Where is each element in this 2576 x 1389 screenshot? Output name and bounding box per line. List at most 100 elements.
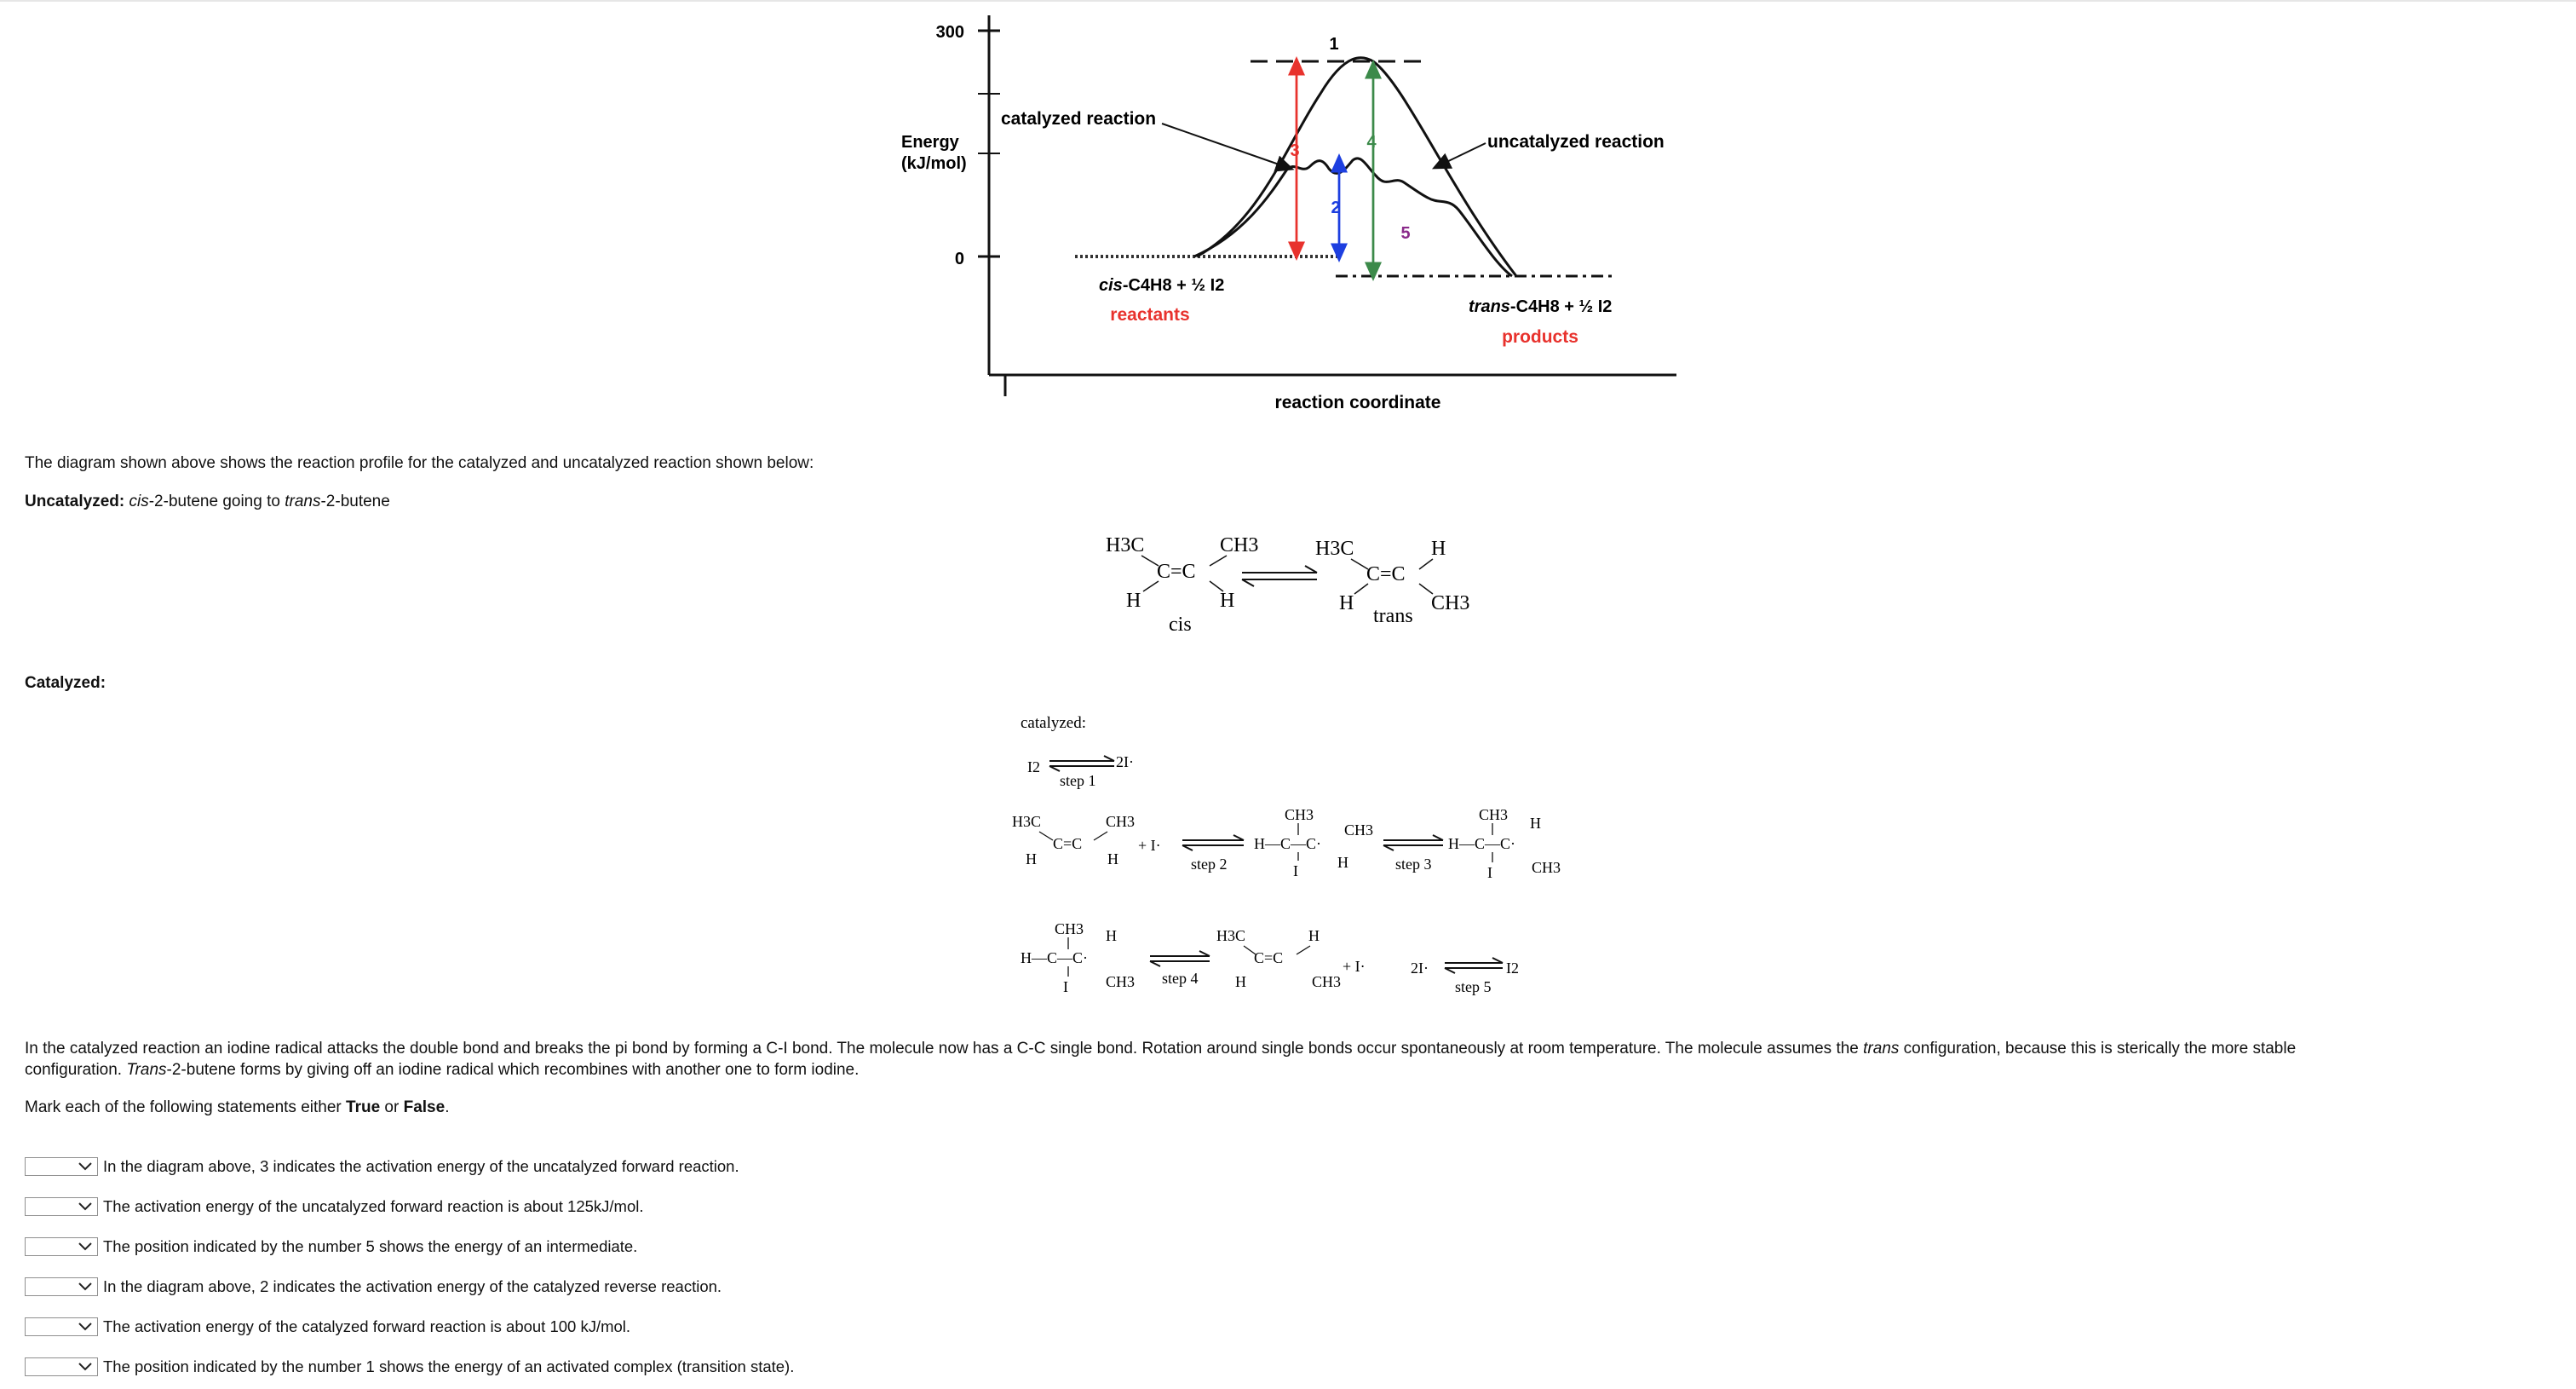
x-axis-label: reaction coordinate: [1275, 393, 1441, 412]
marker-3: 3: [1290, 141, 1299, 160]
uncatalyzed-scheme: H3C CH3 C=C H H cis H3C H C=C H CH3 tran…: [1106, 534, 1469, 636]
step5-2i: 2I·: [1411, 960, 1429, 977]
chevron-down-icon: [78, 1242, 92, 1251]
trans-ceqc: C=C: [1366, 563, 1406, 585]
catalyzed-scheme: catalyzed: I2 2I· step 1 H3C CH3 C=C H H…: [1012, 714, 1561, 995]
marker-2: 2: [1331, 199, 1340, 217]
s2-plus-i: + I·: [1138, 837, 1161, 854]
question-row-6: The position indicated by the number 1 s…: [25, 1356, 794, 1378]
r3-ch3-top: CH3: [1055, 920, 1084, 937]
catalyzed-heading: catalyzed:: [1021, 714, 1086, 732]
chevron-down-icon: [78, 1323, 92, 1331]
s2-h3c: H3C: [1012, 813, 1041, 830]
question-row-1: In the diagram above, 3 indicates the ac…: [25, 1156, 739, 1178]
p-ch3: CH3: [1312, 973, 1341, 990]
step5-label: step 5: [1455, 978, 1492, 995]
question-text: In the diagram above, 3 indicates the ac…: [103, 1157, 739, 1175]
y-tick-label-0: 0: [955, 250, 964, 268]
r1-i: I: [1293, 862, 1298, 879]
s2-h-left: H: [1026, 850, 1037, 867]
question-row-4: In the diagram above, 2 indicates the ac…: [25, 1276, 722, 1298]
question-text: In the diagram above, 2 indicates the ac…: [103, 1277, 722, 1295]
explanation-paragraph: In the catalyzed reaction an iodine radi…: [25, 1040, 2297, 1079]
r1-hcc: H—C—C·: [1254, 835, 1321, 852]
intro-sentence: The diagram shown above shows the reacti…: [25, 454, 814, 472]
instruction: Mark each of the following statements ei…: [25, 1098, 450, 1116]
p-h-top: H: [1308, 927, 1320, 944]
cis-h-left: H: [1126, 590, 1141, 612]
step1-2i: 2I·: [1116, 753, 1134, 770]
step5-i2: I2: [1506, 960, 1519, 977]
question-text: The activation energy of the catalyzed f…: [103, 1317, 631, 1335]
cis-h3c: H3C: [1106, 534, 1144, 556]
true-false-dropdown[interactable]: [25, 1157, 98, 1176]
p-h3c: H3C: [1216, 927, 1245, 944]
r3-i: I: [1063, 978, 1068, 995]
true-false-dropdown[interactable]: [25, 1237, 98, 1256]
trans-ch3: CH3: [1431, 592, 1469, 614]
marker-5: 5: [1400, 224, 1410, 243]
energy-diagram: 300 0 Energy (kJ/mol) reaction coordinat…: [901, 15, 1676, 412]
catalyzed-curve: [1193, 157, 1513, 278]
y-axis-label-unit: (kJ/mol): [901, 154, 967, 173]
r1-ch3-top: CH3: [1285, 806, 1314, 823]
question-text: The activation energy of the uncatalyzed…: [103, 1197, 644, 1215]
marker-4: 4: [1366, 133, 1377, 152]
r3-hcc: H—C—C·: [1021, 949, 1088, 966]
products-label: products: [1502, 327, 1578, 347]
true-false-dropdown[interactable]: [25, 1277, 98, 1296]
question-row-3: The position indicated by the number 5 s…: [25, 1236, 637, 1258]
step4-label: step 4: [1162, 970, 1199, 987]
products-formula: trans-C4H8 + ½ I2: [1469, 297, 1612, 316]
uncatalyzed-pointer: [1431, 142, 1486, 170]
step1-label: step 1: [1060, 772, 1096, 789]
cis-h-right: H: [1220, 590, 1234, 612]
uncatalyzed-reaction-label: uncatalyzed reaction: [1487, 132, 1665, 152]
step3-label: step 3: [1395, 856, 1432, 873]
trans-h-bottom: H: [1339, 592, 1354, 614]
true-false-dropdown[interactable]: [25, 1197, 98, 1216]
s2-h-right: H: [1107, 850, 1118, 867]
s2-ceqc: C=C: [1053, 835, 1082, 852]
uncatalyzed-heading: Uncatalyzed:: [25, 493, 125, 510]
trans-h3c: H3C: [1315, 538, 1354, 560]
uncatalyzed-curve: [1196, 56, 1518, 277]
p-ceqc: C=C: [1254, 949, 1283, 966]
y-axis-label-energy: Energy: [901, 133, 960, 152]
true-false-dropdown[interactable]: [25, 1357, 98, 1376]
marker-1: 1: [1329, 35, 1338, 54]
question-row-2: The activation energy of the uncatalyzed…: [25, 1196, 644, 1218]
r1-ch3-right: CH3: [1344, 821, 1373, 839]
catalyzed-pointer: [1161, 123, 1295, 172]
r3-h: H: [1106, 927, 1117, 944]
reactants-formula: cis-C4H8 + ½ I2: [1099, 276, 1224, 295]
r2-ch3-top: CH3: [1479, 806, 1508, 823]
step1-i2: I2: [1027, 758, 1040, 775]
r2-h: H: [1530, 815, 1541, 832]
r3-ch3-bottom: CH3: [1106, 973, 1135, 990]
question-row-5: The activation energy of the catalyzed f…: [25, 1316, 630, 1338]
chevron-down-icon: [78, 1162, 92, 1171]
p-h-bottom: H: [1235, 973, 1246, 990]
r2-hcc: H—C—C·: [1448, 835, 1515, 852]
chevron-down-icon: [78, 1363, 92, 1371]
y-tick-label-300: 300: [936, 23, 964, 42]
catalyzed-reaction-label: catalyzed reaction: [1001, 109, 1156, 129]
cis-ch3: CH3: [1220, 534, 1258, 556]
catalyzed-heading-text: Catalyzed:: [25, 674, 106, 692]
question-text: The position indicated by the number 5 s…: [103, 1237, 638, 1255]
trans-label: trans: [1373, 605, 1413, 627]
chevron-down-icon: [78, 1202, 92, 1211]
question-text: The position indicated by the number 1 s…: [103, 1357, 795, 1375]
trans-h-top: H: [1431, 538, 1446, 560]
uncatalyzed-line: Uncatalyzed: cis-2-butene going to trans…: [25, 493, 390, 510]
s2-ch3: CH3: [1106, 813, 1135, 830]
step2-label: step 2: [1191, 856, 1228, 873]
true-false-dropdown[interactable]: [25, 1317, 98, 1336]
r2-ch3-bottom: CH3: [1532, 859, 1561, 876]
r2-i: I: [1487, 864, 1492, 881]
p-plus-i: + I·: [1343, 958, 1366, 975]
r1-h: H: [1337, 854, 1348, 871]
reactants-label: reactants: [1110, 305, 1189, 325]
